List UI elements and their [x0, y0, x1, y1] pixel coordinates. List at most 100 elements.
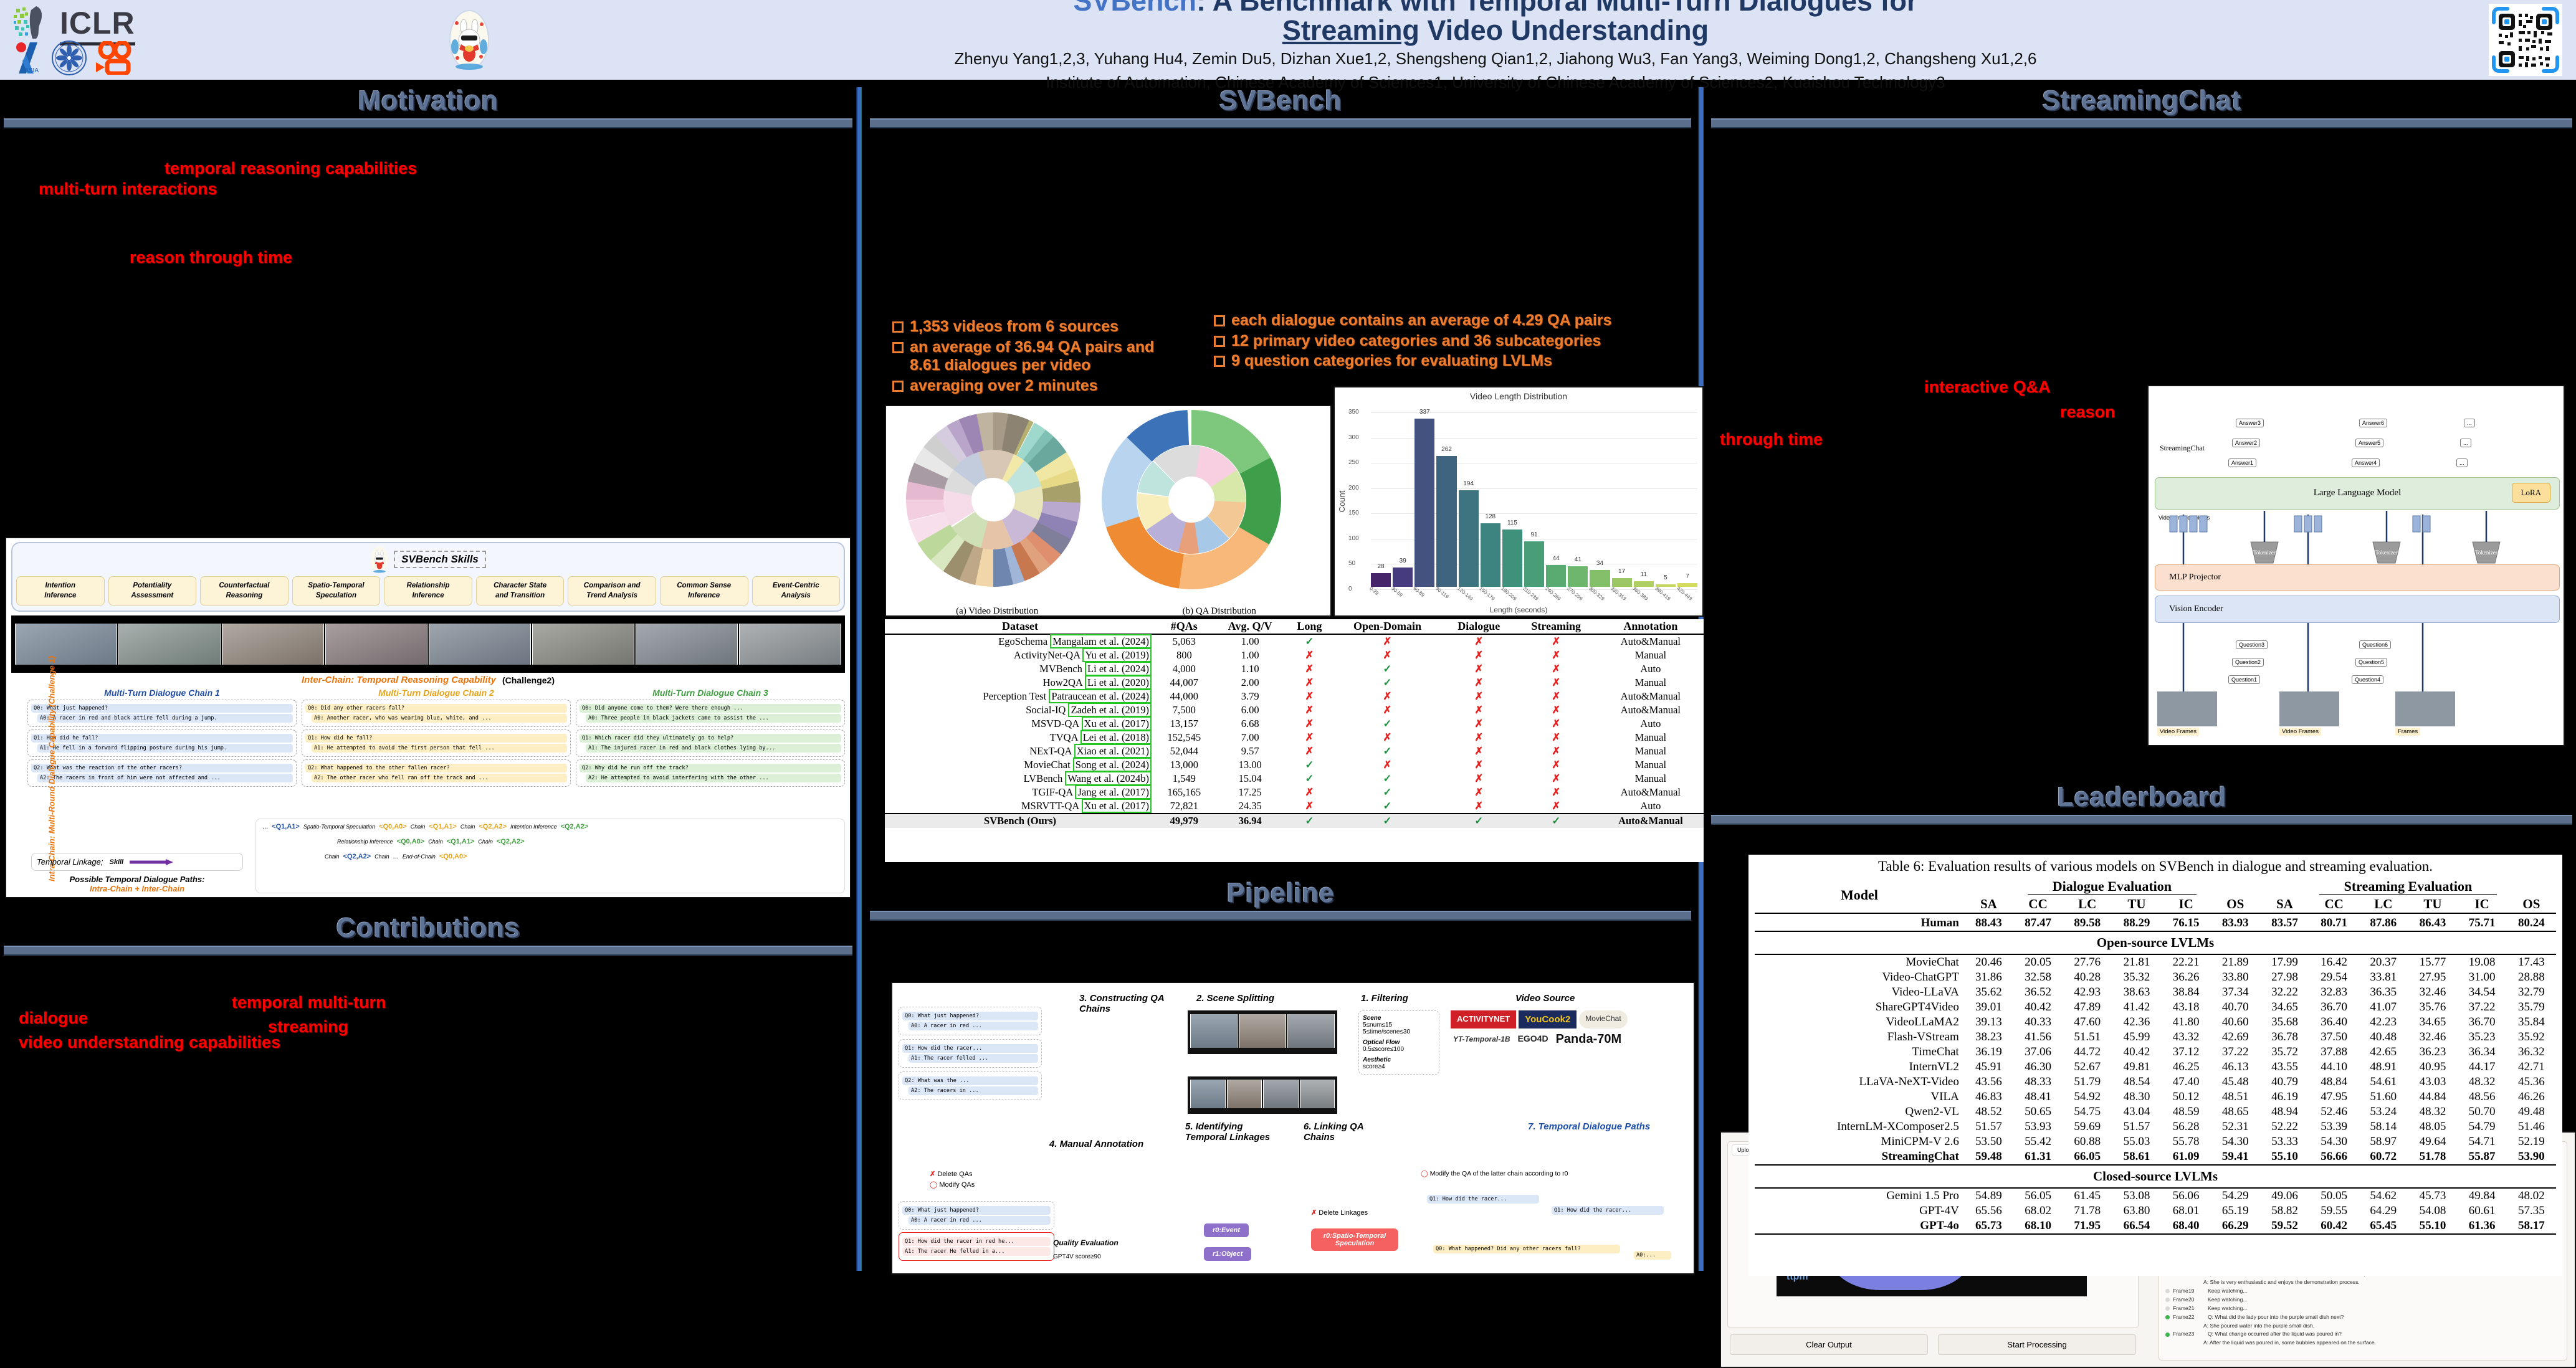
dialogue-cell: ✓ — [1443, 813, 1515, 828]
citation: Song et al. (2024) — [1072, 758, 1152, 772]
bar: 11 — [1633, 571, 1654, 587]
streaming-score: 32.46 — [2419, 1030, 2446, 1043]
qa-count: 7,500 — [1172, 704, 1196, 716]
chart-title: Video Length Distribution — [1469, 391, 1568, 401]
video-frame — [429, 624, 531, 665]
open-domain-cell: ✗ — [1332, 634, 1443, 648]
leaderboard-table-card: Table 6: Evaluation results of various m… — [1748, 855, 2562, 1276]
avg-qv: 1.00 — [1241, 635, 1259, 647]
path-node: <Q0,A0> — [439, 853, 467, 860]
long-cell: ✓ — [1287, 772, 1332, 786]
streamingchat-highlight-0: interactive Q&A — [1924, 378, 2051, 396]
annotation-cell: Auto&Manual — [1620, 635, 1681, 647]
qa-turn: Q1: How did he fall? A1: He fell in a fo… — [27, 729, 297, 758]
pipeline-step-5: 5. Identifying Temporal Linkages — [1185, 1121, 1271, 1142]
dialogue-score: 48.52 — [1975, 1105, 2002, 1118]
avg-qv: 24.35 — [1238, 800, 1262, 812]
dialogue-cell: ✗ — [1443, 634, 1515, 648]
skill-chip: Character State and Transition — [475, 576, 565, 606]
author-list: Zhenyu Yang1,2,3, Yuhang Hu4, Zemin Du5,… — [954, 49, 2037, 69]
check-icon: ✓ — [1383, 800, 1392, 812]
qa-count: 165,165 — [1167, 786, 1201, 798]
check-icon: ✓ — [1383, 786, 1392, 798]
bullet-item: averaging over 2 minutes — [892, 377, 1166, 396]
cross-icon: ✗ — [1552, 759, 1561, 771]
video-frame — [739, 624, 841, 665]
qr-code-icon[interactable] — [2489, 4, 2562, 76]
qa-count: 72,821 — [1170, 800, 1198, 812]
bullet-text: 9 question categories for evaluating LVL… — [1231, 352, 1552, 369]
streaming-score: 27.95 — [2419, 971, 2446, 984]
answer-bubble: Answer4 — [2352, 458, 2380, 467]
dialogue-score: 51.51 — [2074, 1030, 2101, 1043]
streaming-cell: ✗ — [1515, 799, 1598, 814]
intrachain-label: Intra-Chain: Multi-Round Dialogue Capabi… — [47, 656, 57, 881]
model-name: VILA — [1930, 1090, 1959, 1103]
cross-icon: ✗ — [1474, 772, 1484, 784]
dialogue-score: 40.70 — [2221, 1000, 2249, 1014]
pipeline-step-3: 3. Constructing QA Chains — [1079, 993, 1165, 1014]
dataset-name: MSRVTT-QA Xu et al. (2017) — [885, 799, 1155, 814]
bar: 91 — [1524, 531, 1545, 587]
model-name: GPT-4V — [1919, 1204, 1959, 1217]
citation: Wang et al. (2024b) — [1065, 771, 1152, 786]
path-node: <Q0,A0> — [396, 838, 425, 845]
dialogue-score: 48.33 — [2025, 1075, 2051, 1088]
avg-qv: 3.79 — [1241, 690, 1259, 702]
leaderboard-caption: Table 6: Evaluation results of various m… — [1877, 858, 2433, 874]
streaming-score: 35.92 — [2517, 1030, 2545, 1043]
dialogue-score: 87.47 — [2025, 916, 2051, 929]
distribution-figure: (a) Video Distribution (b) QA Distributi… — [885, 405, 1332, 617]
check-icon: ✓ — [1383, 772, 1392, 784]
dialogue-score: 65.73 — [1975, 1219, 2002, 1232]
title-accent-streaming: Streaming — [1282, 14, 1419, 47]
annotation-cell: Manual — [1634, 772, 1667, 784]
start-processing-button[interactable]: Start Processing — [1938, 1334, 2136, 1355]
group-label-row: Open-source LVLMs — [1755, 931, 2556, 955]
streaming-score: 49.06 — [2271, 1189, 2298, 1202]
dialogue-cell: ✗ — [1443, 758, 1515, 772]
open-domain-cell: ✓ — [1332, 676, 1443, 690]
streaming-score: 44.10 — [2321, 1060, 2347, 1073]
clear-output-button[interactable]: Clear Output — [1730, 1334, 1928, 1355]
dialogue-score: 39.01 — [1975, 1000, 2002, 1014]
metric-header: SA — [1980, 896, 1997, 911]
cross-icon: ✗ — [1474, 635, 1484, 647]
frame-answer: A: After the liquid was poured in, some … — [2203, 1339, 2377, 1346]
check-icon: ✓ — [1383, 663, 1392, 675]
streaming-score: 36.70 — [2468, 1015, 2496, 1028]
streaming-score: 37.22 — [2468, 1000, 2496, 1014]
streaming-score: 32.79 — [2517, 986, 2545, 999]
open-domain-cell: ✓ — [1332, 662, 1443, 676]
dialogue-score: 54.89 — [1975, 1189, 2002, 1202]
lora-label: LoRA — [2511, 483, 2550, 503]
dialogue-score: 48.65 — [2221, 1105, 2249, 1118]
video-distribution-sunburst — [906, 412, 1080, 587]
x-tick: 180-209 — [1500, 586, 1518, 602]
title-rest-2: Video Understanding — [1419, 14, 1709, 47]
answer-bubble: ... — [2460, 439, 2471, 447]
vision-encoder-band: Vision Encoder — [2155, 596, 2560, 623]
avg-qv: 1.10 — [1241, 663, 1259, 675]
streaming-score: 48.56 — [2468, 1090, 2496, 1103]
bullet-item: 12 primary video categories and 36 subca… — [1214, 332, 1706, 351]
dataset-name: MVBench Li et al. (2024) — [885, 662, 1155, 676]
section-leaderboard: Leaderboard — [1707, 784, 2576, 825]
x-tick: 270-299 — [1566, 586, 1584, 602]
question-bubble: Question5 — [2355, 658, 2388, 667]
long-cell: ✗ — [1287, 717, 1332, 731]
streaming-score: 46.26 — [2517, 1090, 2545, 1103]
column-divider-left — [856, 87, 862, 1271]
streamingchat-highlight-1: reason — [2060, 402, 2116, 421]
bullet-square-icon — [1214, 356, 1225, 367]
streaming-score: 36.23 — [2419, 1045, 2446, 1058]
pipeline-rule — [870, 911, 1691, 921]
path-edge: Spatio-Temporal Speculation — [303, 824, 376, 830]
